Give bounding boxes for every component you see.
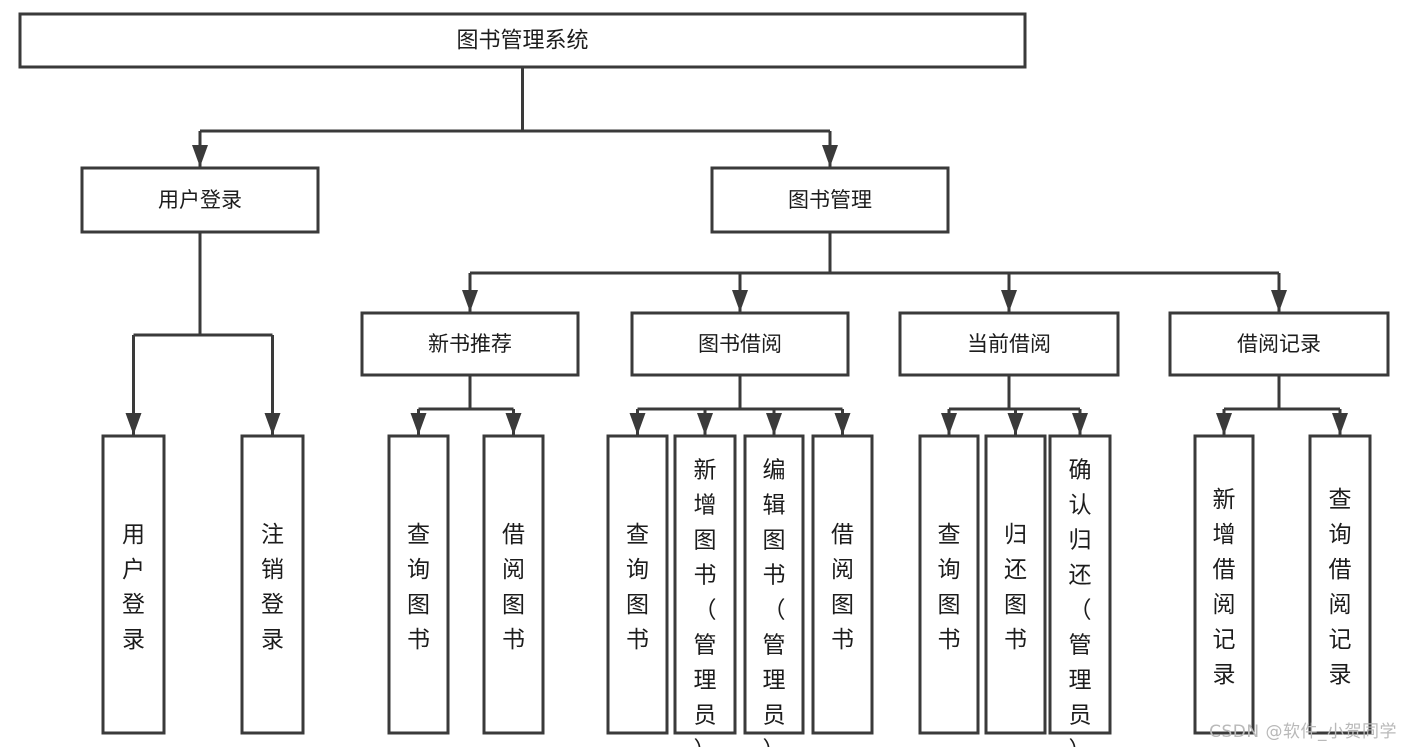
- node-new-book-recommend-rect: [360, 311, 580, 377]
- arrow-head-icon: [1216, 413, 1232, 435]
- leaf-leaf-query-book-1-label: 查询图书: [407, 522, 430, 653]
- arrow-head-icon: [834, 413, 851, 435]
- arrow-head-icon: [1001, 290, 1017, 312]
- leaf-leaf-logout[interactable]: 注销登录: [240, 434, 305, 735]
- arrow-head-icon: [462, 290, 478, 312]
- leaf-leaf-borrow-book-2-label: 借阅图书: [831, 522, 854, 653]
- node-user-login-label: 用户登录: [158, 188, 242, 212]
- leaf-leaf-user-login[interactable]: 用户登录: [101, 434, 166, 735]
- arrow-head-icon: [629, 413, 646, 435]
- arrow-head-icon: [1271, 290, 1287, 312]
- node-book-borrow-label: 图书借阅: [698, 332, 782, 356]
- node-book-manage-label: 图书管理: [788, 188, 872, 212]
- arrow-head-icon: [125, 413, 142, 435]
- leaf-leaf-add-record-label: 新增借阅记录: [1213, 487, 1236, 688]
- leaf-leaf-confirm-return[interactable]: 确认归还（管理员）: [1048, 434, 1112, 747]
- leaf-leaf-query-record-rect: [1308, 434, 1372, 735]
- arrow-head-icon: [822, 145, 838, 167]
- arrow-head-icon: [1007, 413, 1024, 435]
- node-current-borrow-label: 当前借阅: [967, 332, 1051, 356]
- arrow-head-icon: [505, 413, 522, 435]
- arrow-head-icon: [1332, 413, 1348, 435]
- leaf-leaf-add-book-label: 新增图书（管理员）: [694, 457, 717, 747]
- node-borrow-record[interactable]: 借阅记录: [1168, 311, 1390, 377]
- leaf-leaf-confirm-return-label: 确认归还（管理员）: [1069, 457, 1092, 747]
- leaf-leaf-logout-rect: [240, 434, 305, 735]
- leaf-leaf-query-book-2[interactable]: 查询图书: [606, 434, 669, 735]
- leaf-leaf-query-book-3[interactable]: 查询图书: [918, 434, 980, 735]
- node-layer: 图书管理系统用户登录图书管理新书推荐图书借阅当前借阅借阅记录用户登录注销登录查询…: [18, 12, 1390, 747]
- node-new-book-recommend-label: 新书推荐: [428, 332, 512, 356]
- leaf-leaf-return-book-label: 归还图书: [1004, 522, 1027, 653]
- leaf-leaf-user-login-label: 用户登录: [122, 522, 145, 653]
- leaf-leaf-query-book-1-rect: [387, 434, 450, 735]
- node-new-book-recommend[interactable]: 新书推荐: [360, 311, 580, 377]
- node-book-manage[interactable]: 图书管理: [710, 166, 950, 234]
- node-book-manage-rect: [710, 166, 950, 234]
- arrow-head-icon: [697, 413, 713, 435]
- arrow-head-icon: [766, 413, 782, 435]
- node-book-borrow[interactable]: 图书借阅: [630, 311, 850, 377]
- leaf-leaf-borrow-book-1-label: 借阅图书: [502, 522, 525, 653]
- node-root[interactable]: 图书管理系统: [18, 12, 1027, 69]
- arrow-head-icon: [941, 413, 957, 435]
- leaf-leaf-edit-book-rect: [743, 434, 805, 735]
- leaf-leaf-query-book-3-rect: [918, 434, 980, 735]
- leaf-leaf-confirm-return-rect: [1048, 434, 1112, 735]
- leaf-leaf-borrow-book-2-rect: [811, 434, 874, 735]
- node-borrow-record-label: 借阅记录: [1237, 332, 1321, 356]
- node-user-login-rect: [80, 166, 320, 234]
- node-current-borrow-rect: [898, 311, 1120, 377]
- arrow-head-icon: [264, 413, 281, 435]
- arrow-head-icon: [410, 413, 427, 435]
- leaf-leaf-user-login-rect: [101, 434, 166, 735]
- leaf-leaf-edit-book[interactable]: 编辑图书（管理员）: [743, 434, 805, 747]
- node-current-borrow[interactable]: 当前借阅: [898, 311, 1120, 377]
- leaf-leaf-borrow-book-1-rect: [482, 434, 545, 735]
- leaf-leaf-add-record[interactable]: 新增借阅记录: [1193, 434, 1255, 735]
- connector-layer: [125, 67, 1348, 435]
- leaf-leaf-query-book-1[interactable]: 查询图书: [387, 434, 450, 735]
- node-user-login[interactable]: 用户登录: [80, 166, 320, 234]
- leaf-leaf-query-record-label: 查询借阅记录: [1329, 487, 1352, 688]
- leaf-leaf-borrow-book-1[interactable]: 借阅图书: [482, 434, 545, 735]
- leaf-leaf-query-book-2-rect: [606, 434, 669, 735]
- leaf-leaf-edit-book-label: 编辑图书（管理员）: [763, 457, 786, 747]
- leaf-leaf-add-book[interactable]: 新增图书（管理员）: [673, 434, 737, 747]
- leaf-leaf-query-record[interactable]: 查询借阅记录: [1308, 434, 1372, 735]
- leaf-leaf-return-book[interactable]: 归还图书: [984, 434, 1047, 735]
- node-root-rect: [18, 12, 1027, 69]
- leaf-leaf-query-book-3-label: 查询图书: [938, 522, 961, 653]
- node-book-borrow-rect: [630, 311, 850, 377]
- leaf-leaf-logout-label: 注销登录: [261, 522, 284, 653]
- leaf-leaf-return-book-rect: [984, 434, 1047, 735]
- arrow-head-icon: [732, 290, 748, 312]
- node-root-label: 图书管理系统: [456, 29, 588, 54]
- leaf-leaf-add-record-rect: [1193, 434, 1255, 735]
- leaf-leaf-borrow-book-2[interactable]: 借阅图书: [811, 434, 874, 735]
- leaf-leaf-add-book-rect: [673, 434, 737, 735]
- leaf-leaf-query-book-2-label: 查询图书: [626, 522, 649, 653]
- arrow-head-icon: [1072, 413, 1088, 435]
- arrow-head-icon: [192, 145, 208, 167]
- node-borrow-record-rect: [1168, 311, 1390, 377]
